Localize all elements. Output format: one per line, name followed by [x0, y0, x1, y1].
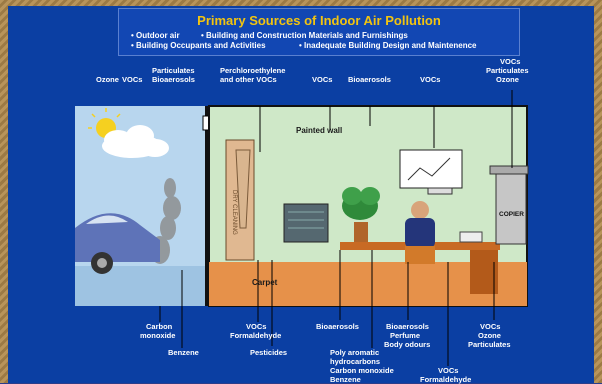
office-worker-icon — [405, 201, 435, 264]
car-icon — [75, 213, 160, 274]
label-ozone-copier: Ozone — [496, 75, 519, 84]
label-carbon: Carbon — [146, 322, 173, 331]
heating-unit — [283, 203, 329, 243]
label-vocs-furniture: VOCs — [438, 366, 459, 375]
dry-cleaning-bag-icon — [235, 149, 251, 229]
label-carbon-monoxide: Carbon monoxide — [330, 366, 394, 375]
building-wall — [205, 106, 209, 306]
label-benzene-indoor: Benzene — [330, 375, 361, 384]
copier-machine — [495, 169, 527, 245]
label-formaldehyde-carpet: Formaldehyde — [230, 331, 282, 340]
label-particulates: Particulates — [152, 66, 195, 75]
label-ozone: Ozone — [96, 75, 119, 84]
cloud-icon — [102, 125, 169, 158]
painted-wall-label: Painted wall — [296, 126, 343, 135]
label-other-vocs: and other VOCs — [220, 75, 277, 84]
label-perchloroethylene: Perchloroethylene — [220, 66, 286, 75]
label-bioaerosols-floor: Bioaerosols — [316, 322, 359, 331]
label-vocs-board: VOCs — [420, 75, 441, 84]
diagram-title: Primary Sources of Indoor Air Pollution — [197, 13, 441, 28]
sun-rays-icon — [88, 108, 121, 129]
label-benzene-outdoor: Benzene — [168, 348, 199, 357]
label-ozone-desk: Ozone — [478, 331, 501, 340]
outdoor-ground — [75, 266, 205, 306]
dry-cleaning-label: DRY CLEANING — [231, 190, 237, 235]
label-particulates-desk: Particulates — [468, 340, 511, 349]
label-pesticides: Pesticides — [250, 348, 288, 357]
label-perfume: Perfume — [390, 331, 421, 340]
source-occupants: • Building Occupants and Activities — [131, 41, 266, 50]
title-box: Primary Sources of Indoor Air Pollution … — [118, 8, 520, 56]
keyboard-icon — [459, 231, 483, 243]
label-bioaerosols-plant: Bioaerosols — [348, 75, 391, 84]
source-outdoor-air: • Outdoor air — [131, 31, 180, 40]
calendar-icon — [427, 187, 453, 195]
label-vocs-desk: VOCs — [480, 322, 501, 331]
pointer-lines — [159, 90, 513, 366]
label-vocs-copier: VOCs — [500, 57, 521, 66]
source-design: • Inadequate Building Design and Mainten… — [299, 41, 477, 50]
label-monoxide: monoxide — [140, 331, 176, 340]
label-hydrocarbons: hydrocarbons — [330, 357, 381, 366]
label-body-odours: Body odours — [384, 340, 431, 349]
chart-sketch-icon — [407, 157, 451, 181]
label-bioaerosols-person: Bioaerosols — [386, 322, 429, 331]
label-poly-aromatic: Poly aromatic — [330, 348, 380, 357]
plant-icon — [342, 187, 380, 242]
carpet-label: Carpet — [252, 278, 278, 287]
desk-drawers — [470, 250, 498, 294]
whiteboard — [399, 149, 463, 189]
label-vocs-carpet: VOCs — [246, 322, 267, 331]
label-vocs-wall: VOCs — [312, 75, 333, 84]
copier-label: COPIER — [499, 211, 524, 218]
source-materials: • Building and Construction Materials an… — [201, 31, 408, 40]
label-formaldehyde-furniture: Formaldehyde — [420, 375, 472, 384]
label-vocs-outdoor: VOCs — [122, 75, 143, 84]
label-particulates-copier: Particulates — [486, 66, 529, 75]
label-bioaerosols-outdoor: Bioaerosols — [152, 75, 195, 84]
